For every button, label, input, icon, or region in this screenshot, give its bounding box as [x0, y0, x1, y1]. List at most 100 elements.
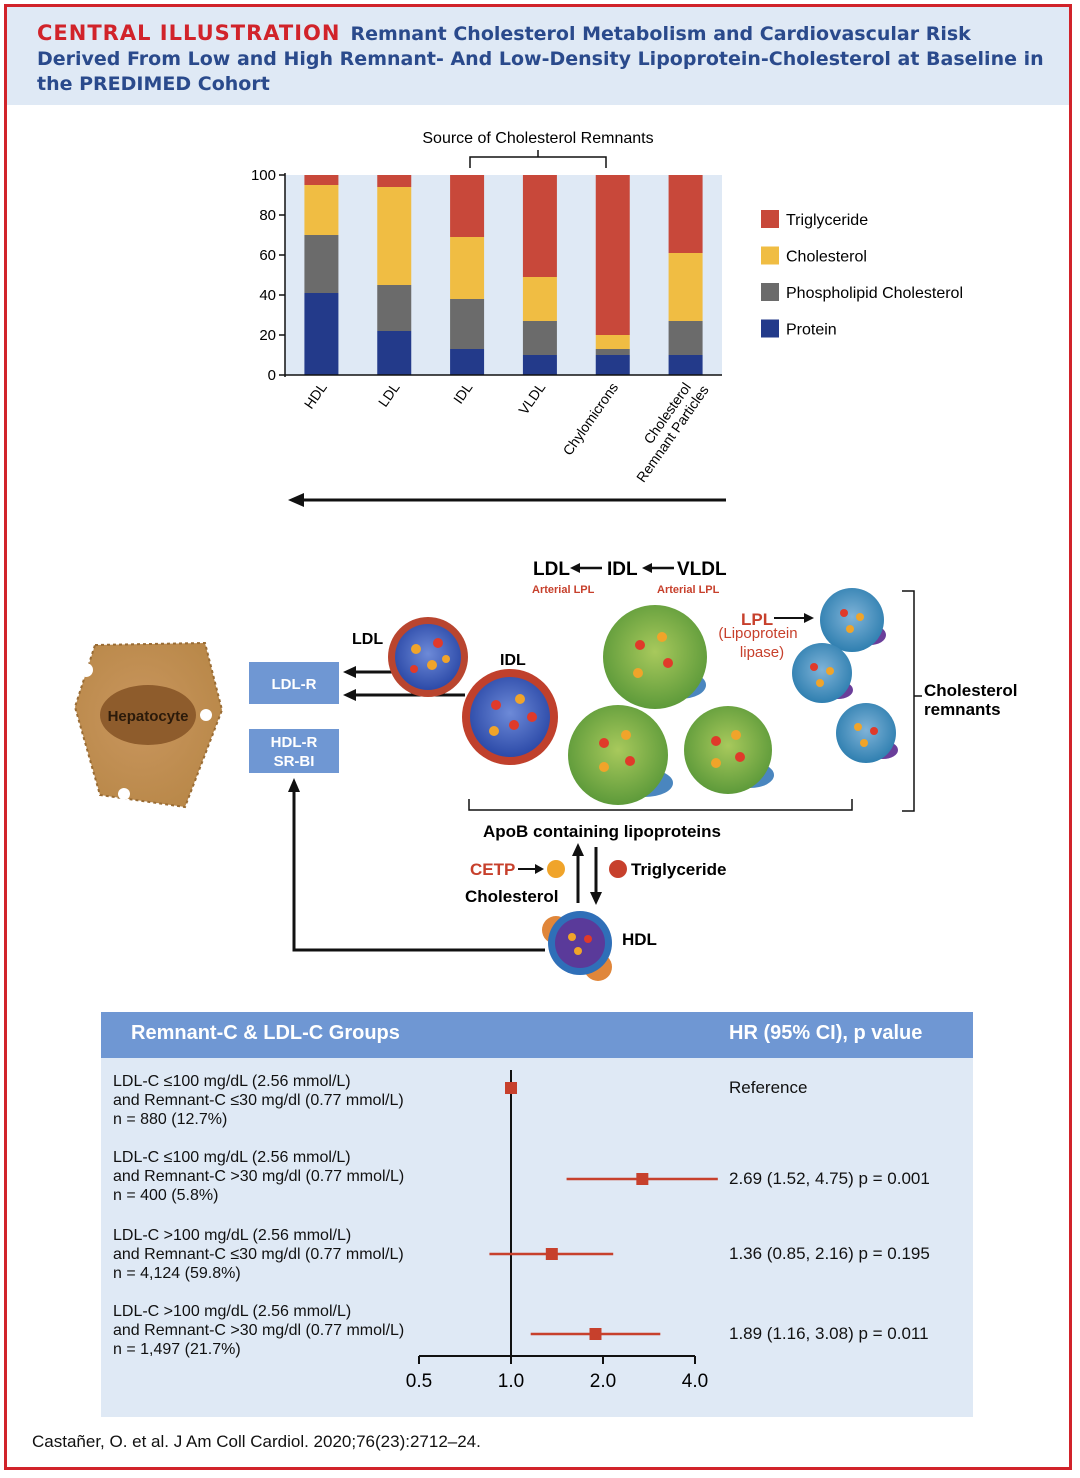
forest-row-2-group: LDL-C ≤100 mg/dL (2.56 mmol/L) and Remnan… [113, 1148, 404, 1205]
idl-label: IDL [500, 652, 526, 669]
group-line: and Remnant-C ≤30 mg/dl (0.77 mmol/L) [113, 1246, 404, 1263]
group-line: LDL-C >100 mg/dL (2.56 mmol/L) [113, 1303, 352, 1320]
hdl-return-path [292, 791, 545, 952]
legend-swatch [761, 210, 779, 228]
bar-vldl-triglyceride [522, 175, 557, 277]
legend-swatch [761, 283, 779, 301]
ldl-arrow-head [343, 666, 356, 678]
legend-label: Cholesterol [786, 249, 867, 266]
cetp-label: CETP [470, 860, 515, 879]
bar-idl-triglyceride [450, 175, 485, 237]
ldl-receptor-label: LDL-R [272, 676, 317, 693]
legend-label: Protein [786, 322, 837, 339]
idl-particle [462, 669, 558, 765]
group-line: LDL-C >100 mg/dL (2.56 mmol/L) [113, 1227, 352, 1244]
triglyceride-label: Triglyceride [631, 860, 726, 879]
annotation-bracket [469, 150, 607, 168]
cetp-arrow-head [535, 864, 544, 874]
group-line: and Remnant-C >30 mg/dl (0.77 mmol/L) [113, 1322, 405, 1339]
ldl-label: LDL [352, 631, 383, 648]
forest-row-2-hr: 2.69 (1.52, 4.75) p = 0.001 [729, 1169, 930, 1188]
legend-swatch [761, 319, 779, 338]
group-line: n = 4,124 (59.8%) [113, 1265, 241, 1282]
remnant-particle-1 [820, 588, 886, 652]
remnant-particle-2 [792, 643, 853, 703]
bar-hdl-protein [304, 293, 339, 375]
group-line: and Remnant-C >30 mg/dl (0.77 mmol/L) [113, 1168, 405, 1185]
metabolism-diagram: Hepatocyte LDL-R HDL-R SR-BI LDL IDL [73, 559, 1018, 981]
y-tick-label: 100 [251, 167, 276, 184]
lpl-arrow-head [804, 613, 814, 623]
arterial-lpl-label-2: Arterial LPL [657, 584, 720, 596]
remnant-particle-3 [836, 703, 898, 763]
forest-row-4-group: LDL-C >100 mg/dL (2.56 mmol/L) and Remnan… [113, 1302, 404, 1359]
group-line: LDL-C ≤100 mg/dL (2.56 mmol/L) [113, 1149, 351, 1166]
group-line: n = 400 (5.8%) [113, 1187, 219, 1204]
triglyceride-ball [609, 860, 627, 878]
hr-marker [636, 1173, 649, 1185]
forest-row-3-group: LDL-C >100 mg/dL (2.56 mmol/L) and Remnan… [113, 1226, 404, 1283]
hepatocyte-cell: Hepatocyte [73, 641, 224, 809]
lpl-full-2: lipase) [740, 644, 784, 661]
forest-row-3-hr: 1.36 (0.85, 2.16) p = 0.195 [729, 1244, 930, 1263]
hr-marker [589, 1328, 602, 1340]
y-tick-label: 80 [259, 207, 276, 224]
forest-row-4-hr: 1.89 (1.16, 3.08) p = 0.011 [729, 1324, 929, 1343]
bar-hdl-cholesterol [304, 185, 339, 235]
group-line: LDL-C ≤100 mg/dL (2.56 mmol/L) [113, 1073, 351, 1090]
hdl-receptor-label-2: SR-BI [274, 753, 315, 770]
hepatocyte-label: Hepatocyte [108, 708, 189, 725]
bar-chylomicrons-phospholipid-cholesterol [595, 349, 630, 355]
hdl-receptor-label-1: HDL-R [271, 734, 318, 751]
hdl-return-arrow-head [288, 778, 300, 792]
remnants-label-2: remnants [924, 700, 1001, 719]
bar-idl-cholesterol [450, 237, 485, 299]
exchange-up-head [572, 843, 584, 856]
vldl-particle-2 [568, 705, 673, 805]
remnants-label-1: Cholesterol [924, 681, 1018, 700]
header-title: Remnant Cholesterol Metabolism and Cardi… [37, 23, 1044, 95]
bar-chylomicrons-protein [595, 355, 630, 375]
exchange-down-head [590, 892, 602, 905]
forest-tick-label: 1.0 [498, 1371, 524, 1392]
bar-idl-protein [450, 349, 485, 375]
forest-tick-label: 2.0 [590, 1371, 616, 1392]
bar-cholesterol-remnant-particles-cholesterol [668, 253, 703, 321]
group-line: n = 1,497 (21.7%) [113, 1341, 241, 1358]
group-line: n = 880 (12.7%) [113, 1111, 228, 1128]
forest-header: Remnant-C & LDL-C Groups HR (95% CI), p … [101, 1012, 973, 1058]
bar-cholesterol-remnant-particles-triglyceride [668, 175, 703, 253]
vldl-particle-3 [684, 706, 774, 794]
citation: Castañer, O. et al. J Am Coll Cardiol. 2… [32, 1432, 481, 1451]
bar-cholesterol-remnant-particles-phospholipid-cholesterol [668, 321, 703, 355]
bar-ldl-phospholipid-cholesterol [377, 285, 412, 331]
forest-row-1-group: LDL-C ≤100 mg/dL (2.56 mmol/L)and Remnan… [113, 1072, 404, 1129]
header-tag: CENTRAL ILLUSTRATION [37, 21, 341, 45]
bar-idl-phospholipid-cholesterol [450, 299, 485, 349]
forest-row-1-hr: Reference [729, 1078, 808, 1097]
legend-label: Phospholipid Cholesterol [786, 285, 963, 302]
hr-marker [545, 1248, 558, 1260]
chain-vldl-label: VLDL [677, 559, 727, 580]
y-tick-label: 60 [259, 247, 276, 264]
remnants-bracket [902, 590, 922, 812]
chain-arrow-2-head [642, 563, 652, 573]
bar-cholesterol-remnant-particles-protein [668, 355, 703, 375]
hr-marker [505, 1082, 517, 1094]
idl-arrow-head [343, 689, 356, 701]
plot-background [285, 175, 722, 375]
bar-vldl-phospholipid-cholesterol [522, 321, 557, 355]
bar-ldl-protein [377, 331, 412, 375]
vldl-particle-1 [603, 605, 707, 709]
hdl-receptor-box [249, 729, 339, 773]
bar-vldl-protein [522, 355, 557, 375]
y-tick-label: 40 [259, 287, 276, 304]
legend-swatch [761, 246, 779, 265]
lpl-full-1: (Lipoprotein [718, 625, 797, 642]
bar-chylomicrons-triglyceride [595, 175, 630, 335]
forest-plot-panel: Remnant-C & LDL-C Groups HR (95% CI), p … [101, 1012, 973, 1417]
chain-ldl-label: LDL [533, 559, 570, 580]
hdl-particle [542, 911, 612, 981]
bar-hdl-triglyceride [304, 175, 339, 185]
